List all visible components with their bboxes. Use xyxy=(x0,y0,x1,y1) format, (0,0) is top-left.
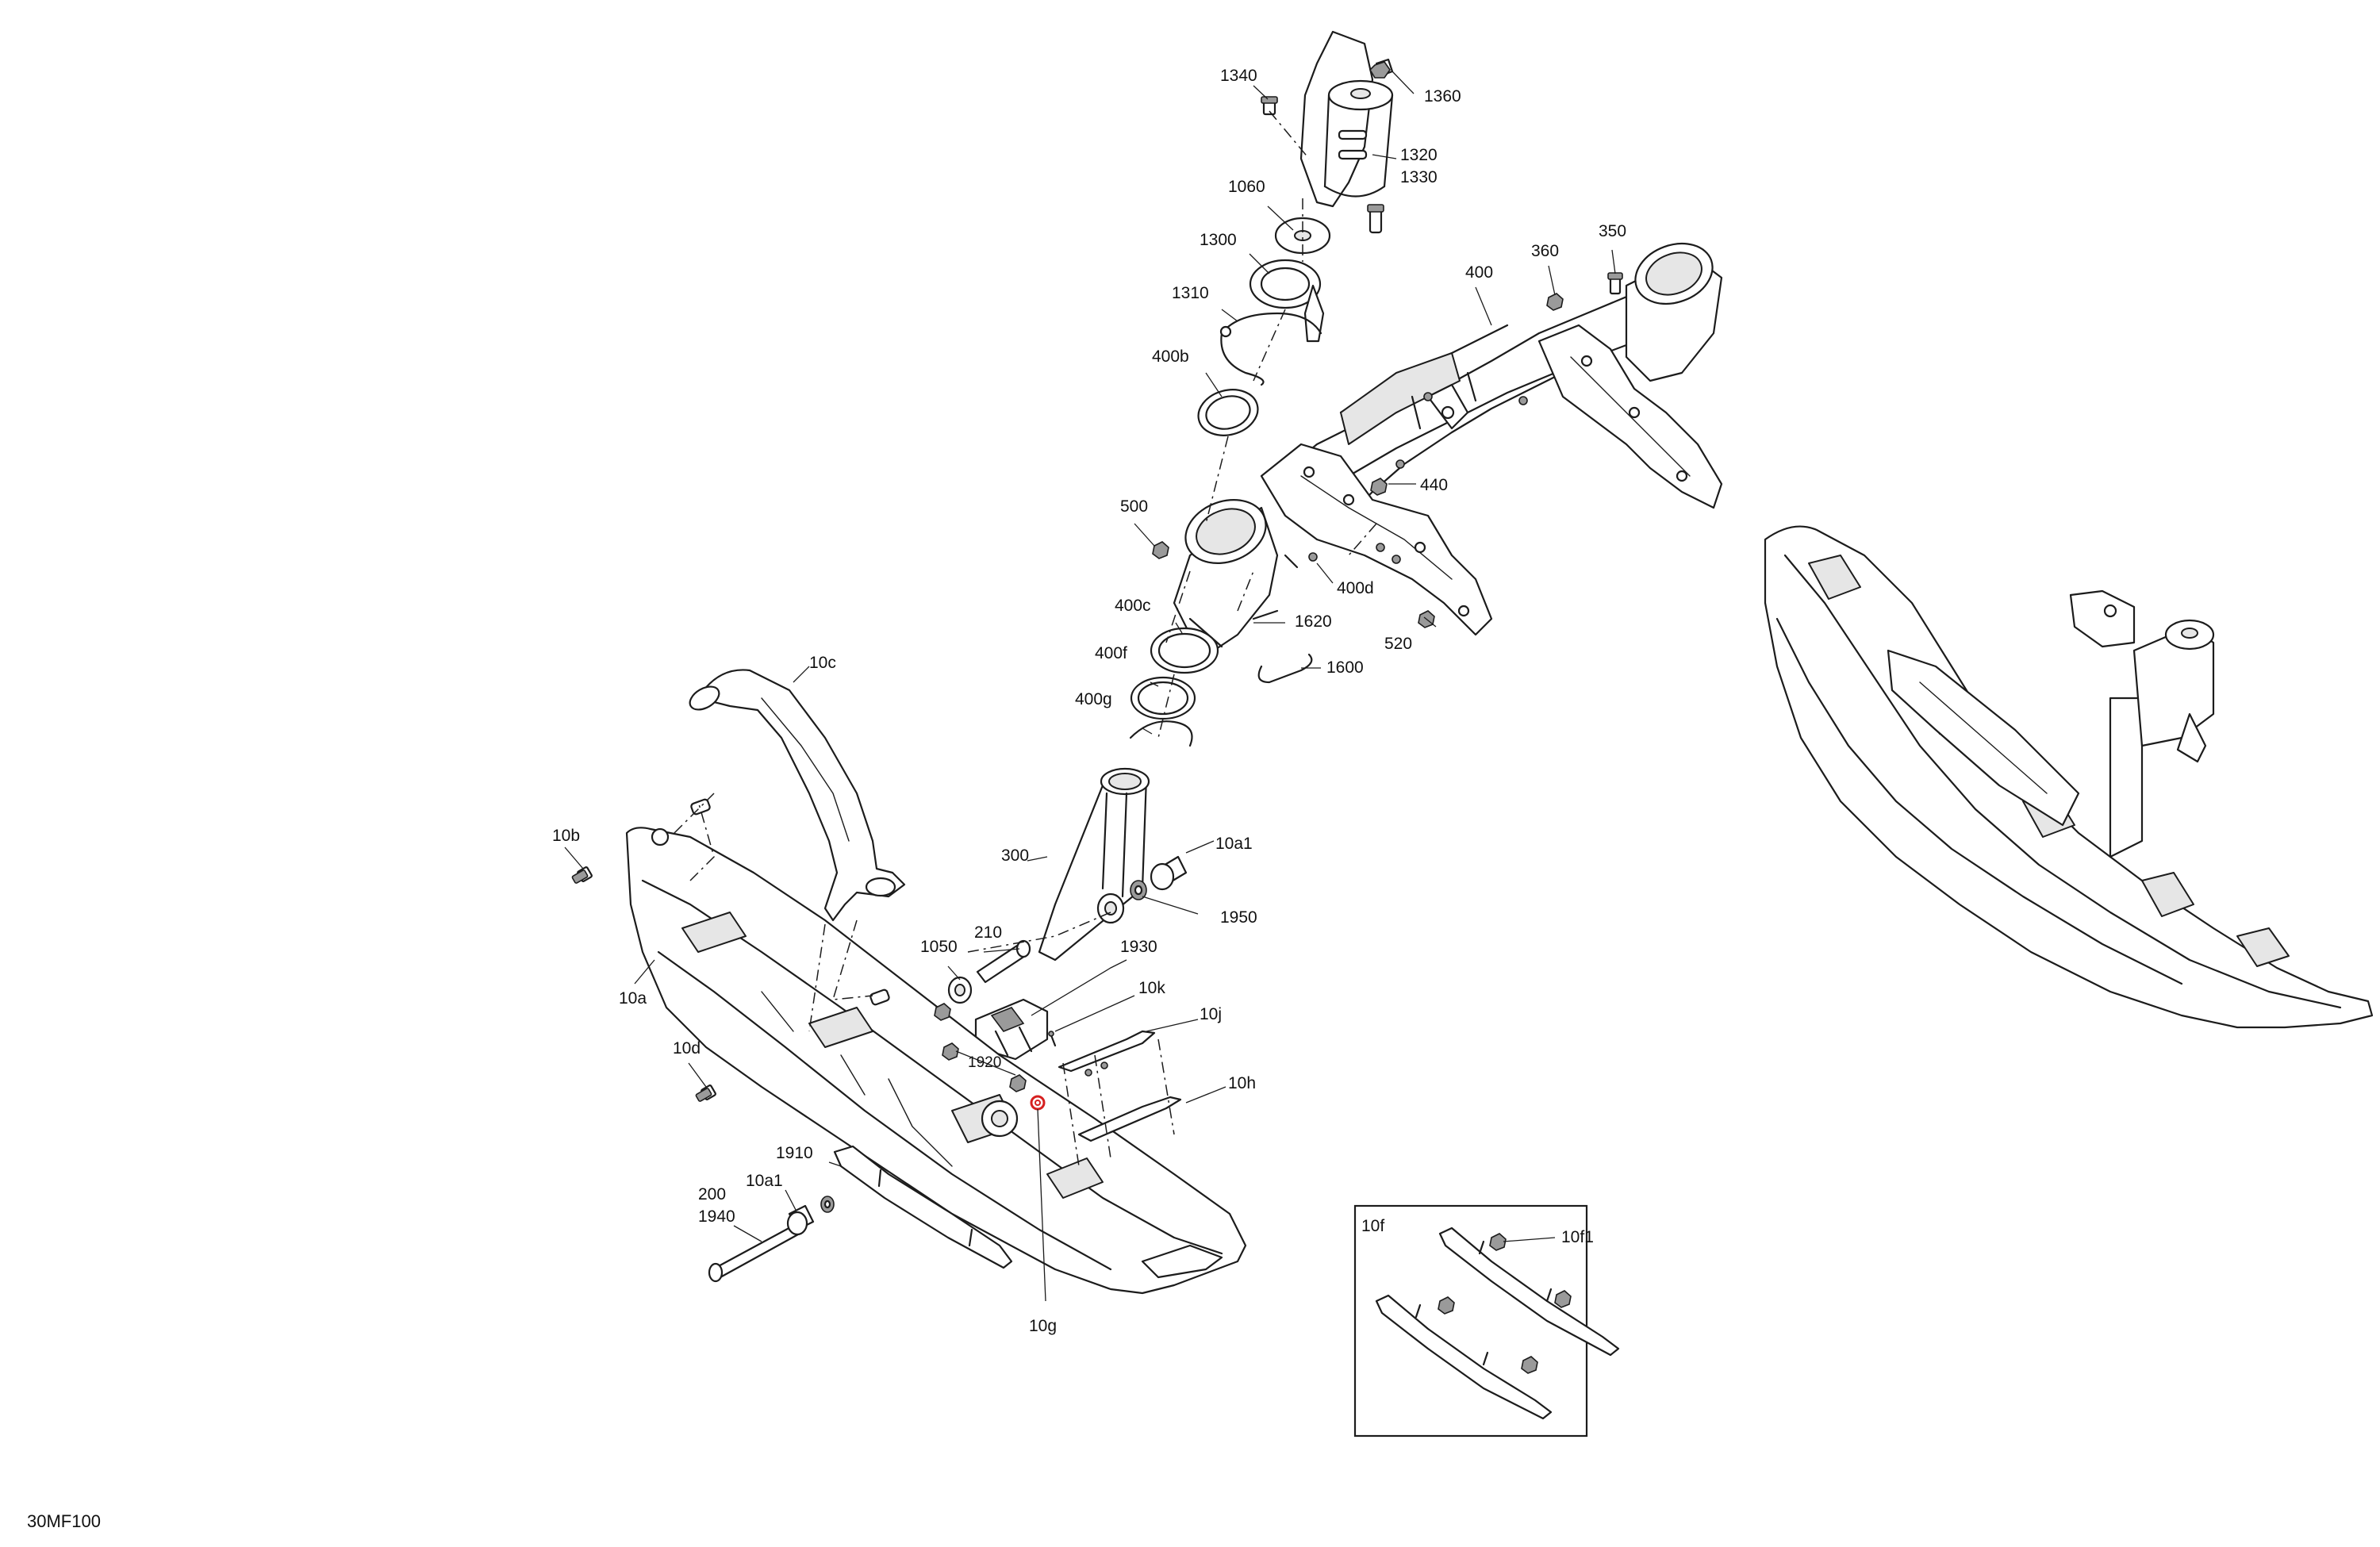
ski-left-10a xyxy=(625,827,1247,1295)
callout-labels: 1340 1360 1320 1330 1060 1300 1310 400b … xyxy=(27,67,1626,1531)
upper-assembly-1320 xyxy=(1299,30,1394,208)
plate-10h xyxy=(1077,1096,1182,1142)
runner-1910 xyxy=(833,1145,1013,1269)
spindle-300 xyxy=(1038,767,1150,962)
ring-400c xyxy=(1150,627,1219,674)
callout-1600[interactable]: 1600 xyxy=(1326,658,1364,677)
washer-1950 xyxy=(1130,880,1147,900)
bushing-10a1-top xyxy=(1150,855,1188,891)
callout-10a[interactable]: 10a xyxy=(619,989,647,1008)
callout-10a1-top[interactable]: 10a1 xyxy=(1215,835,1253,853)
callout-1620[interactable]: 1620 xyxy=(1295,612,1332,631)
callout-1910[interactable]: 1910 xyxy=(776,1144,813,1162)
bolt-360 xyxy=(1546,293,1564,311)
callout-1920[interactable]: 1920 xyxy=(968,1054,1001,1071)
bolt-440 xyxy=(1370,478,1388,496)
nut-10g xyxy=(1030,1095,1046,1111)
callout-10h[interactable]: 10h xyxy=(1228,1074,1256,1092)
ring-400b xyxy=(1197,389,1259,436)
callout-1310[interactable]: 1310 xyxy=(1172,284,1209,302)
callout-10g[interactable]: 10g xyxy=(1029,1317,1057,1335)
callout-10f1[interactable]: 10f1 xyxy=(1561,1228,1594,1246)
callout-10f[interactable]: 10f xyxy=(1361,1217,1384,1235)
clip-1600 xyxy=(1257,653,1313,684)
callout-360[interactable]: 360 xyxy=(1531,242,1559,260)
ski-leg-10c xyxy=(689,669,906,922)
callout-400[interactable]: 400 xyxy=(1465,263,1493,282)
frame-cross-member xyxy=(1173,242,1723,652)
callout-1300[interactable]: 1300 xyxy=(1200,231,1237,249)
inset-runner-detail xyxy=(1353,1204,1620,1438)
callout-400d[interactable]: 400d xyxy=(1337,579,1374,597)
washer-400d xyxy=(1284,554,1299,569)
ring-400f xyxy=(1130,676,1196,720)
callout-400f[interactable]: 400f xyxy=(1095,644,1127,662)
callout-10d[interactable]: 10d xyxy=(673,1039,701,1058)
callout-1320[interactable]: 1320 xyxy=(1400,146,1438,164)
callout-10b[interactable]: 10b xyxy=(552,827,580,845)
callout-210[interactable]: 210 xyxy=(974,923,1002,942)
callout-400b[interactable]: 400b xyxy=(1152,347,1189,366)
ski-right-assembled xyxy=(1764,525,2374,1029)
bolt-500 xyxy=(1152,541,1169,559)
assembly-lines xyxy=(674,110,1377,1167)
callout-440[interactable]: 440 xyxy=(1420,476,1448,494)
rivet-10k xyxy=(1048,1031,1108,1077)
clamp-1310 xyxy=(1219,312,1322,386)
callout-1330[interactable]: 1330 xyxy=(1400,168,1438,186)
bolt-10d xyxy=(695,1084,716,1102)
callout-200[interactable]: 200 xyxy=(698,1185,726,1203)
callout-500[interactable]: 500 xyxy=(1120,497,1148,516)
bushing-10a1-bottom xyxy=(786,1204,815,1236)
callout-350[interactable]: 350 xyxy=(1599,222,1626,240)
callout-400c[interactable]: 400c xyxy=(1115,597,1151,615)
callout-10a1-bottom[interactable]: 10a1 xyxy=(746,1172,783,1190)
leader-lines xyxy=(564,71,1616,1302)
bolt-1320-side xyxy=(1367,204,1384,234)
plate-10j xyxy=(1058,1030,1156,1073)
callout-520[interactable]: 520 xyxy=(1384,635,1412,653)
callout-1060[interactable]: 1060 xyxy=(1228,178,1265,196)
bolt-10b xyxy=(571,866,593,884)
callout-1360[interactable]: 1360 xyxy=(1424,87,1461,106)
nut-1920 xyxy=(934,1003,1027,1092)
callout-1050[interactable]: 1050 xyxy=(920,938,958,956)
drawing-number: 30MF100 xyxy=(27,1511,101,1531)
pin-210 xyxy=(976,939,1031,984)
stud-10c xyxy=(690,798,890,1006)
callout-400g[interactable]: 400g xyxy=(1075,690,1112,708)
bolt-1340 xyxy=(1261,96,1278,116)
bolt-350 xyxy=(1607,272,1623,295)
pin-1620 xyxy=(1252,609,1279,620)
callout-300[interactable]: 300 xyxy=(1001,846,1029,865)
callout-10j[interactable]: 10j xyxy=(1200,1005,1222,1023)
callout-1340[interactable]: 1340 xyxy=(1220,67,1257,85)
callout-1940[interactable]: 1940 xyxy=(698,1207,735,1226)
bolt-200 xyxy=(708,1224,800,1283)
bracket-1300 xyxy=(1249,259,1325,343)
callout-10k[interactable]: 10k xyxy=(1138,979,1165,997)
callout-10c[interactable]: 10c xyxy=(809,654,836,672)
bushing-1050 xyxy=(947,976,973,1004)
bushing-1930-region xyxy=(1096,892,1125,924)
bumper-1930 xyxy=(974,998,1049,1061)
nut-1360 xyxy=(1368,61,1391,79)
washer-1940 xyxy=(820,1196,835,1213)
callout-1950[interactable]: 1950 xyxy=(1220,908,1257,927)
callout-1930[interactable]: 1930 xyxy=(1120,938,1157,956)
